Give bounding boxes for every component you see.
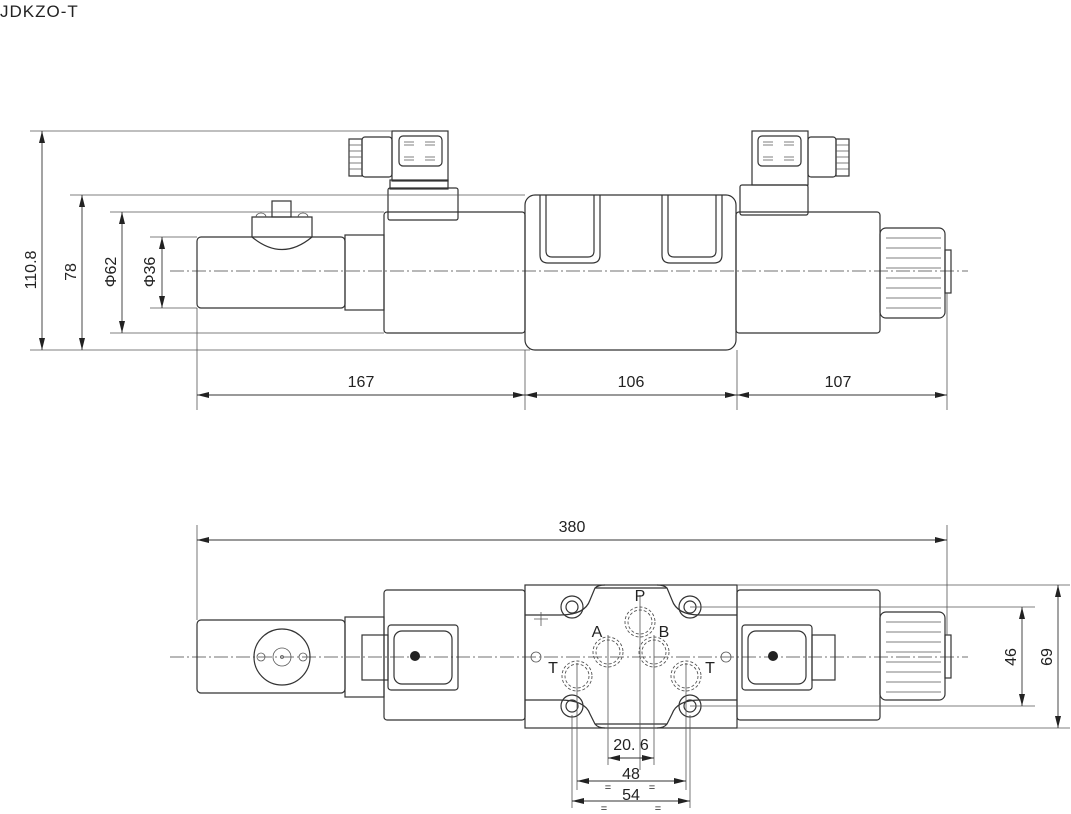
valve-slot-left (539, 195, 601, 264)
valve-slot-right (661, 195, 723, 264)
equal-mark: = (655, 803, 661, 814)
manual-override-plate (253, 628, 311, 686)
dim-bolt-h: 54 (622, 787, 640, 804)
right-solenoid (736, 589, 881, 721)
dim-len-right: 107 (825, 374, 852, 391)
port-t-right-label: T (705, 660, 715, 677)
tube-cap (344, 234, 385, 311)
dim-bolt-spacing-v: 46 (1003, 648, 1020, 666)
bottom-view: P A B T T 380 46 69 20. 6 48 = = 54 (170, 519, 1070, 814)
right-solenoid (735, 211, 881, 334)
valve-body (524, 194, 737, 351)
port-t-left-label: T (548, 660, 558, 677)
dim-port-ab: 20. 6 (613, 737, 649, 754)
dim-dia-solenoid: Φ62 (103, 257, 120, 288)
drawing-title: JDKZO-T (0, 2, 79, 21)
right-plug (741, 624, 836, 691)
ports-dashed (561, 606, 702, 692)
equal-mark: = (601, 803, 607, 814)
dim-len-left: 167 (348, 374, 375, 391)
right-nut (879, 227, 952, 319)
manual-override-knob (251, 200, 313, 250)
right-nut (879, 611, 952, 701)
dim-dia-tube: Φ36 (142, 257, 159, 288)
left-plug (361, 624, 459, 691)
dim-height-body: 78 (63, 263, 80, 281)
port-a-label: A (592, 624, 603, 641)
right-connector (739, 130, 850, 216)
port-p-label: P (635, 588, 646, 605)
dim-len-mid: 106 (618, 374, 645, 391)
equal-mark: = (649, 782, 655, 794)
port-b-label: B (659, 624, 670, 641)
left-solenoid (383, 211, 526, 334)
left-connector (348, 130, 459, 221)
dim-overall-length: 380 (559, 519, 586, 536)
front-view: 110.8 78 Φ62 Φ36 167 106 107 (23, 130, 968, 410)
left-solenoid (383, 589, 526, 721)
dim-height-total: 110.8 (23, 250, 40, 289)
equal-mark: = (605, 782, 611, 794)
dim-block-height: 69 (1039, 648, 1056, 666)
dim-port-t: 48 (622, 766, 640, 783)
